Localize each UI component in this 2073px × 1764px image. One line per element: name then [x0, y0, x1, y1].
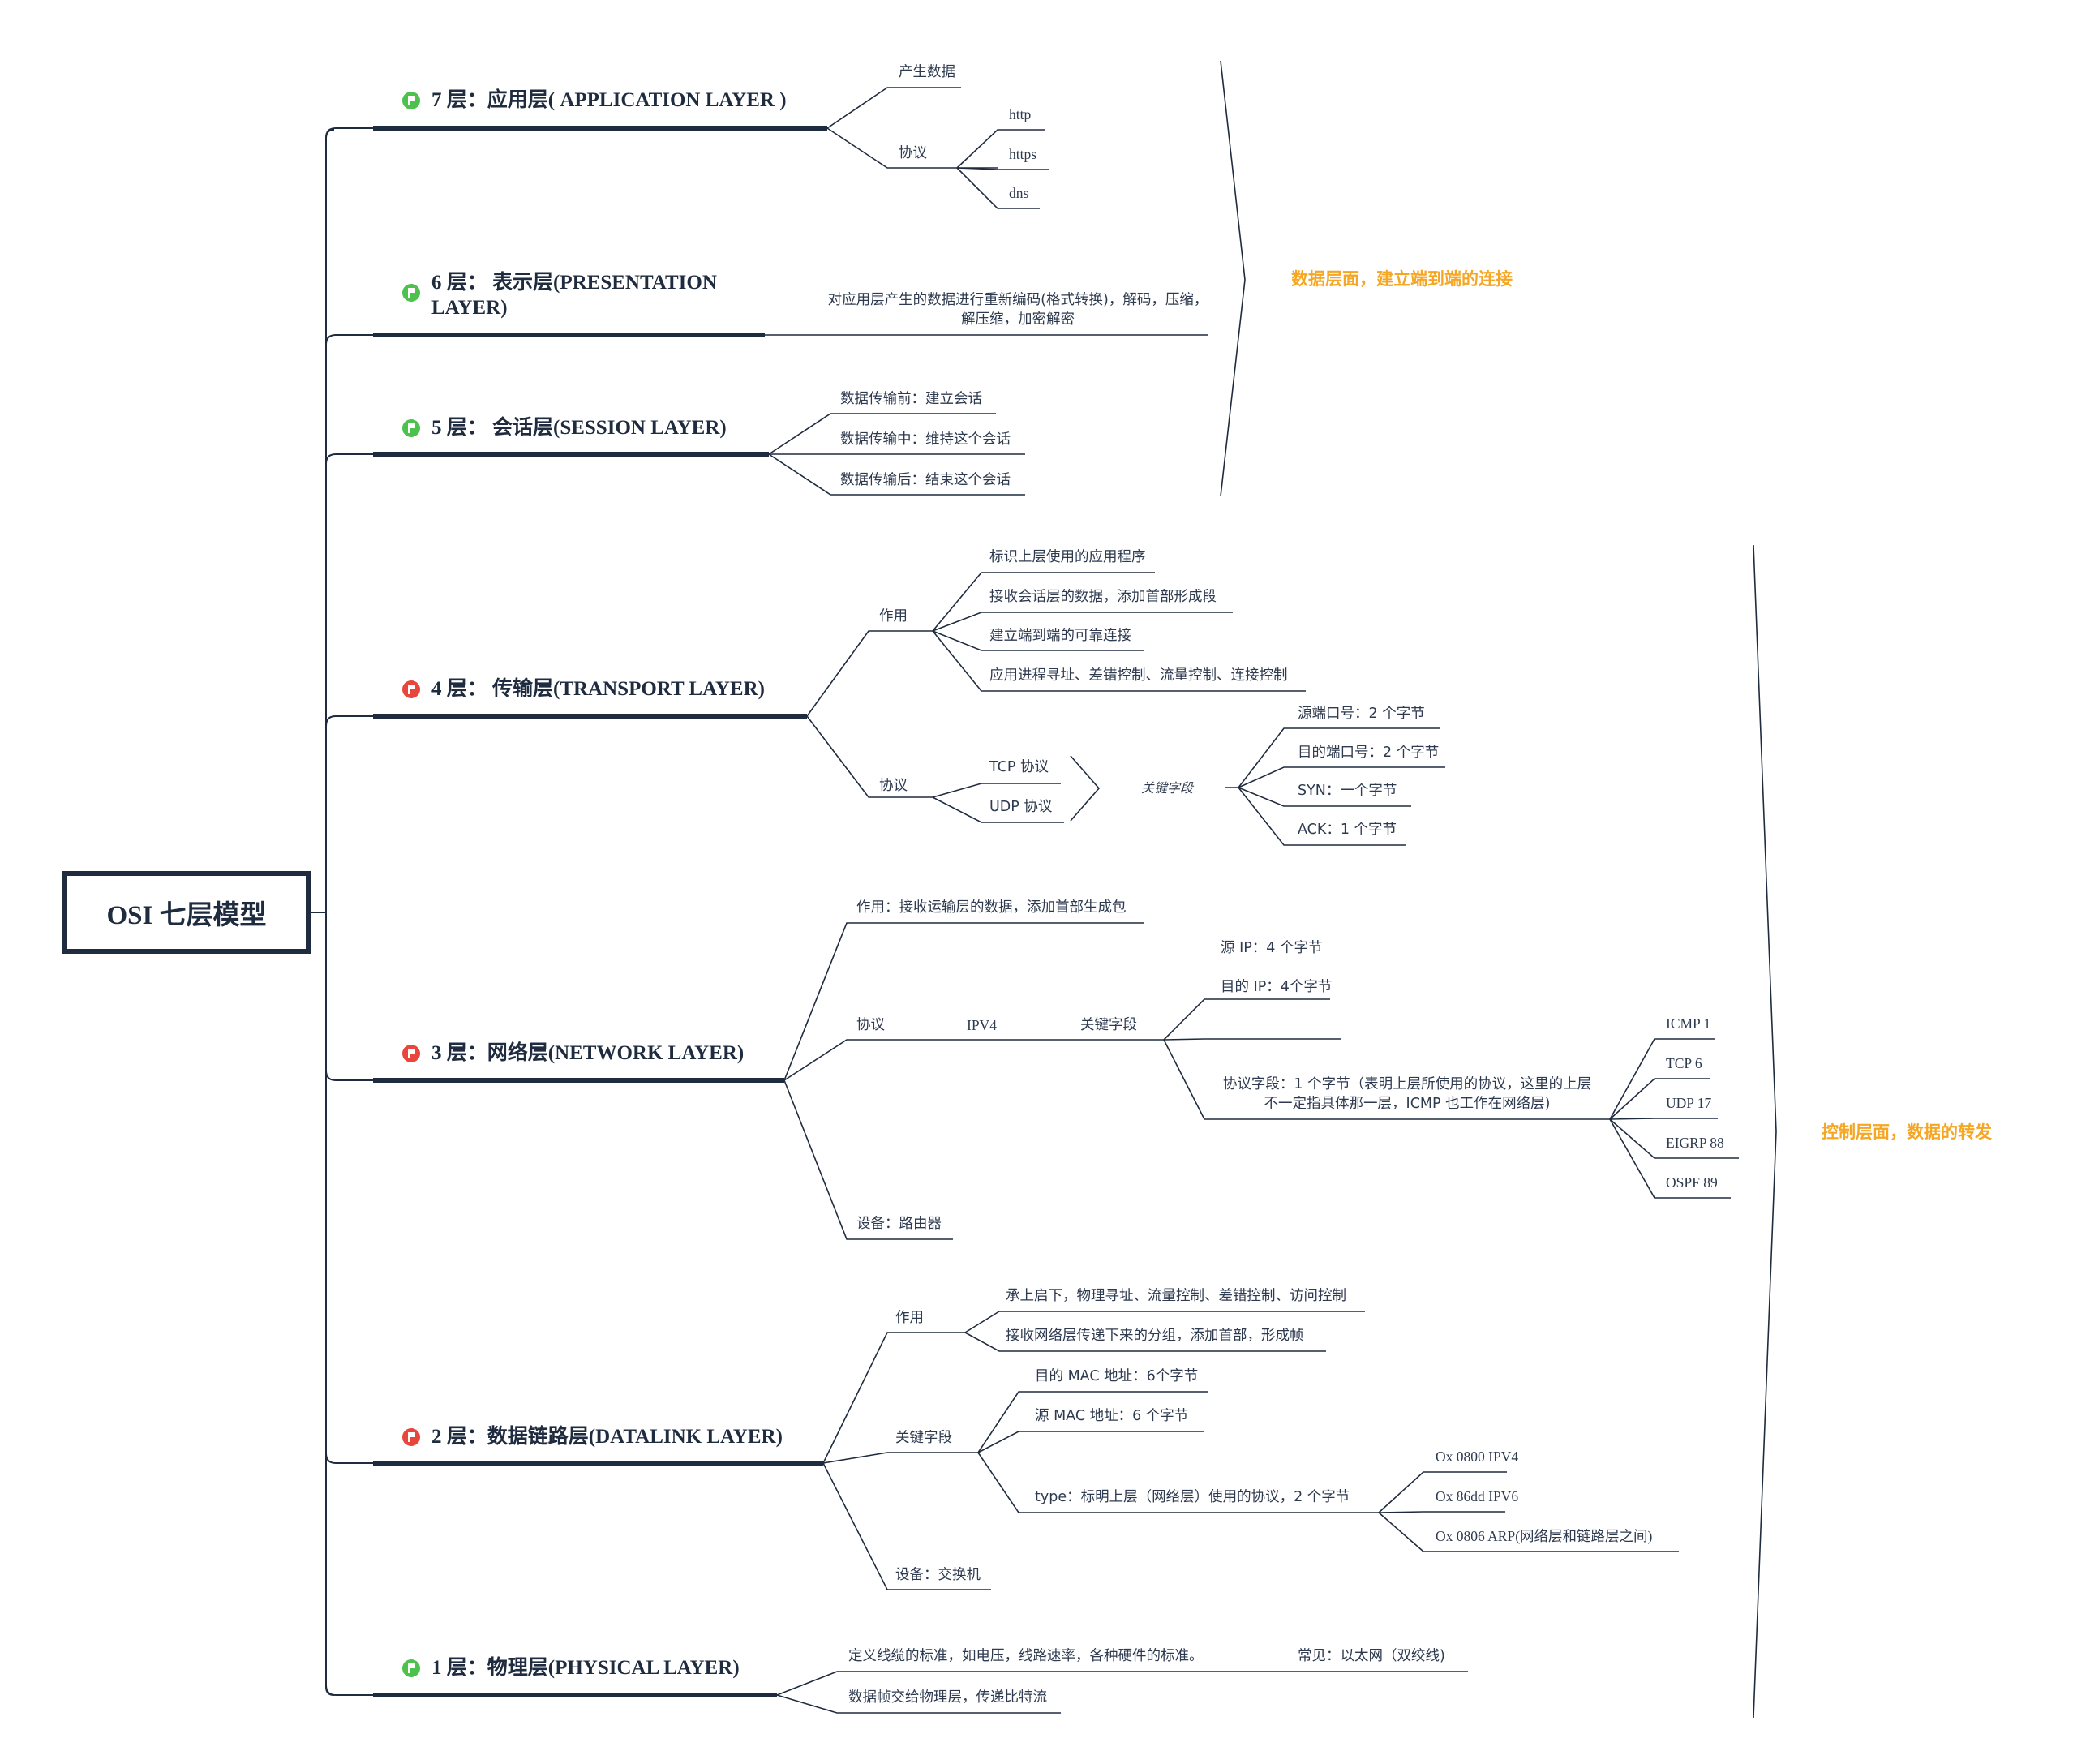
l1-common-node[interactable]: 常见：以太网（双绞线): [1298, 1648, 1445, 1664]
l4-field-item[interactable]: 源端口号：2 个字节: [1298, 706, 1425, 722]
red-flag-icon: [402, 680, 420, 698]
l2-key-fields-node[interactable]: 关键字段: [895, 1430, 952, 1446]
l3-field-item[interactable]: 目的 IP：4个字节: [1221, 979, 1333, 995]
l7-protocol-node[interactable]: 协议: [899, 145, 927, 161]
layer-1-label: 1 层：物理层(PHYSICAL LAYER): [431, 1657, 740, 1679]
layer-4-label: 4 层： 传输层(TRANSPORT LAYER): [431, 678, 765, 700]
layer-3-label: 3 层：网络层(NETWORK LAYER): [431, 1042, 745, 1064]
layer-4-node[interactable]: 4 层： 传输层(TRANSPORT LAYER): [402, 676, 765, 702]
branch-l1: [325, 1685, 375, 1696]
root-node[interactable]: OSI 七层模型: [62, 871, 311, 954]
l5-item[interactable]: 数据传输后：结束这个会话: [840, 472, 1011, 488]
bracket-control-plane: [1753, 544, 1777, 1719]
green-flag-icon: [402, 1659, 420, 1677]
l4-protocol-node[interactable]: 协议: [879, 778, 908, 794]
l2-function-node[interactable]: 作用: [895, 1310, 924, 1326]
layer-6-node[interactable]: 6 层： 表示层(PRESENTATION LAYER): [402, 270, 772, 320]
l3-proto-field-node[interactable]: 协议字段：1 个字节（表明上层所使用的协议，这里的上层不一定指具体那一层，ICM…: [1222, 1076, 1592, 1112]
l5-item[interactable]: 数据传输前：建立会话: [840, 391, 982, 407]
layer-7-label: 7 层：应用层( APPLICATION LAYER ): [431, 89, 787, 111]
l3-protocol-node[interactable]: 协议: [856, 1017, 885, 1033]
l3-proto-value[interactable]: ICMP 1: [1666, 1015, 1711, 1032]
layer-7-node[interactable]: 7 层：应用层( APPLICATION LAYER ): [402, 88, 787, 113]
l4-function-item[interactable]: 应用进程寻址、差错控制、流量控制、连接控制: [989, 667, 1288, 684]
branch-l5: [325, 453, 375, 465]
branch-l3: [325, 1070, 375, 1081]
l2-type-item[interactable]: Ox 0800 IPV4: [1436, 1449, 1519, 1465]
l4-key-fields-node[interactable]: 关键字段: [1141, 780, 1194, 796]
l4-protocol-item[interactable]: UDP 协议: [989, 799, 1053, 815]
l3-field-item[interactable]: 源 IP：4 个字节: [1221, 940, 1323, 956]
summary-data-plane[interactable]: 数据层面，建立端到端的连接: [1291, 269, 1513, 289]
layer-1-node[interactable]: 1 层：物理层(PHYSICAL LAYER): [402, 1655, 740, 1680]
l2-function-item[interactable]: 承上启下，物理寻址、流量控制、差错控制、访问控制: [1006, 1288, 1346, 1304]
l4-function-node[interactable]: 作用: [879, 608, 908, 624]
l2-field-item[interactable]: 目的 MAC 地址：6个字节: [1035, 1368, 1199, 1384]
l3-proto-value[interactable]: UDP 17: [1666, 1095, 1712, 1111]
l2-type-item[interactable]: Ox 86dd IPV6: [1436, 1488, 1519, 1504]
l3-key-fields-node[interactable]: 关键字段: [1080, 1017, 1137, 1033]
l3-device-node[interactable]: 设备：路由器: [856, 1216, 942, 1232]
l2-function-item[interactable]: 接收网络层传递下来的分组，添加首部，形成帧: [1006, 1328, 1304, 1344]
layer-5-label: 5 层： 会话层(SESSION LAYER): [431, 417, 727, 439]
green-flag-icon: [402, 284, 420, 302]
layer-5-node[interactable]: 5 层： 会话层(SESSION LAYER): [402, 415, 727, 440]
layer-2-label: 2 层：数据链路层(DATALINK LAYER): [431, 1426, 783, 1448]
l2-field-item[interactable]: type：标明上层（网络层）使用的协议，2 个字节: [1035, 1489, 1350, 1505]
red-flag-icon: [402, 1428, 420, 1446]
summary-control-plane[interactable]: 控制层面，数据的转发: [1822, 1122, 1992, 1142]
branch-l2: [325, 1453, 375, 1464]
l3-ipv4-node[interactable]: IPV4: [967, 1017, 997, 1033]
l4-function-item[interactable]: 接收会话层的数据，添加首部形成段: [989, 589, 1217, 605]
l7-produce-node[interactable]: 产生数据: [899, 64, 955, 80]
l6-desc-node[interactable]: 对应用层产生的数据进行重新编码(格式转换)，解码，压缩，解压缩，加密解密: [827, 292, 1208, 328]
l1-item[interactable]: 定义线缆的标准，如电压，线路速率，各种硬件的标准。: [848, 1648, 1204, 1664]
branch-l4: [325, 715, 375, 727]
branch-l7: [325, 127, 375, 139]
l4-function-item[interactable]: 建立端到端的可靠连接: [989, 628, 1131, 644]
red-flag-icon: [402, 1045, 420, 1062]
green-flag-icon: [402, 419, 420, 437]
l4-field-item[interactable]: SYN：一个字节: [1298, 783, 1397, 799]
layer-2-node[interactable]: 2 层：数据链路层(DATALINK LAYER): [402, 1424, 783, 1449]
l3-proto-value[interactable]: EIGRP 88: [1666, 1135, 1724, 1151]
l5-item[interactable]: 数据传输中：维持这个会话: [840, 431, 1011, 448]
green-flag-icon: [402, 92, 420, 109]
l4-protocol-item[interactable]: TCP 协议: [989, 759, 1049, 775]
layer-6-label: 6 层： 表示层(PRESENTATION LAYER): [431, 272, 717, 319]
l3-proto-value[interactable]: OSPF 89: [1666, 1174, 1718, 1191]
root-label: OSI 七层模型: [106, 901, 267, 930]
layer-3-node[interactable]: 3 层：网络层(NETWORK LAYER): [402, 1041, 744, 1066]
l4-field-item[interactable]: ACK：1 个字节: [1298, 822, 1397, 838]
l3-function-node[interactable]: 作用：接收运输层的数据，添加首部生成包: [856, 899, 1127, 916]
l7-protocol-item[interactable]: http: [1009, 106, 1032, 122]
bracket-data-plane: [1220, 60, 1246, 497]
l3-proto-value[interactable]: TCP 6: [1666, 1055, 1702, 1071]
l4-field-item[interactable]: 目的端口号：2 个字节: [1298, 745, 1440, 761]
l7-protocol-item[interactable]: dns: [1009, 185, 1029, 201]
l2-device-node[interactable]: 设备：交换机: [895, 1567, 981, 1583]
l2-field-item[interactable]: 源 MAC 地址：6 个字节: [1035, 1408, 1189, 1424]
l2-type-item[interactable]: Ox 0806 ARP(网络层和链路层之间): [1436, 1528, 1653, 1544]
l1-item[interactable]: 数据帧交给物理层，传递比特流: [848, 1689, 1047, 1706]
l7-protocol-item[interactable]: https: [1009, 146, 1037, 162]
l4-function-item[interactable]: 标识上层使用的应用程序: [989, 549, 1146, 565]
branch-l6: [325, 334, 375, 346]
